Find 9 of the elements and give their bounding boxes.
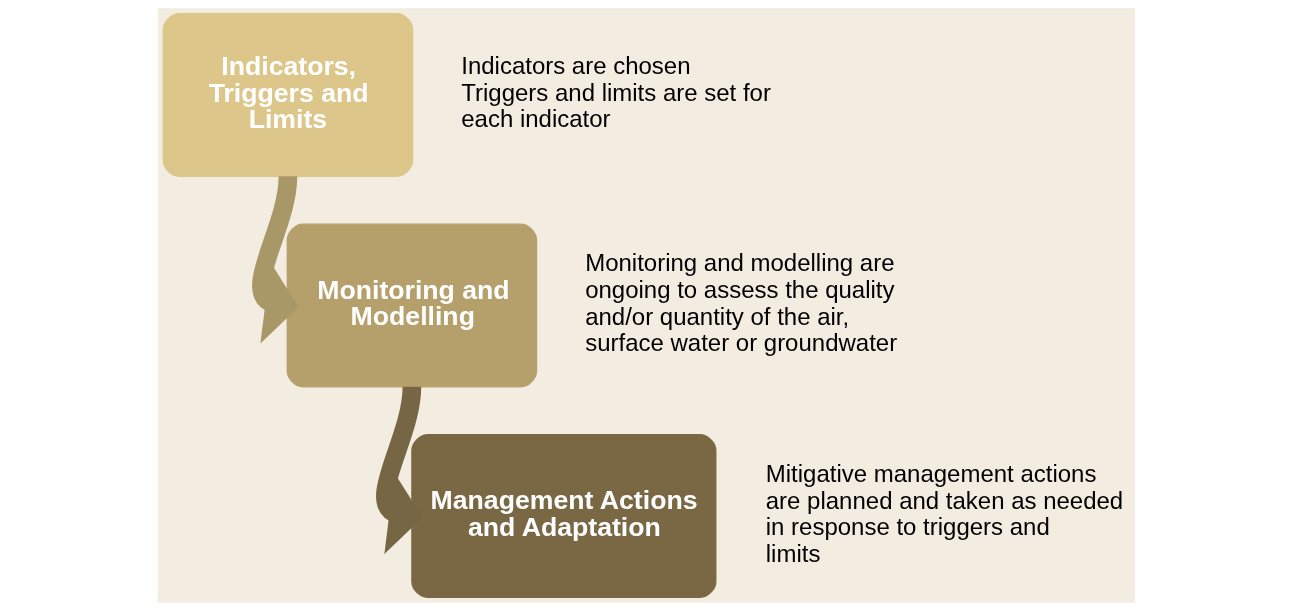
- arrow: [251, 175, 299, 344]
- node-box: Management Actions and Adaptation: [410, 434, 716, 599]
- node-label: Monitoring and modelling are ongoing to assess the quality and/or quantity of the air, surface water or groundwater: [584, 249, 897, 357]
- node-label: Mitigative management actions are planned and taken as needed in response to triggers and limits: [765, 459, 1123, 567]
- node-label: Triggers and limits are set for each indicator: [460, 78, 771, 133]
- node-box: Monitoring and Modelling: [286, 223, 537, 388]
- node-label: Indicators are chosen: [460, 52, 691, 80]
- node-box: Indicators, Triggers and Limits: [162, 12, 413, 177]
- arrow: [375, 386, 423, 555]
